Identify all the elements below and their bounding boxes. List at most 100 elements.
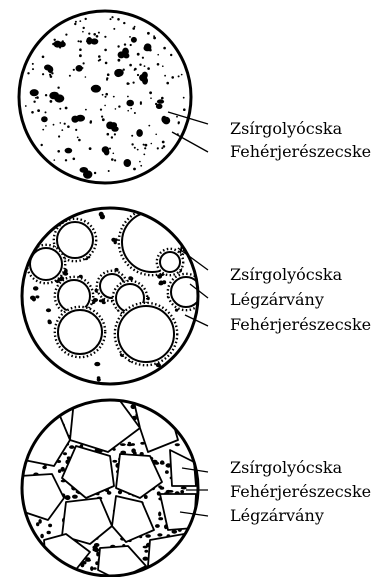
protein-dot xyxy=(161,97,164,100)
protein-dot xyxy=(75,129,77,131)
matrix-particle xyxy=(112,460,117,463)
fat-globule xyxy=(122,48,129,56)
protein-dot xyxy=(144,65,146,67)
protein-dot xyxy=(42,129,44,131)
protein-dot xyxy=(107,73,110,76)
protein-dot xyxy=(50,100,53,103)
fat-globule xyxy=(32,297,36,302)
protein-dot xyxy=(130,108,132,110)
protein-dot xyxy=(118,59,121,62)
air-bubble xyxy=(58,280,90,312)
protein-dot xyxy=(98,60,100,62)
protein-dot xyxy=(88,33,90,35)
fat-globule xyxy=(156,104,163,109)
protein-dot xyxy=(131,143,133,145)
protein-dot xyxy=(54,159,56,161)
protein-dot xyxy=(149,91,152,94)
protein-dot xyxy=(79,20,81,22)
protein-dot xyxy=(113,153,115,155)
matrix-particle xyxy=(175,443,180,446)
protein-dot xyxy=(162,141,165,144)
protein-dot xyxy=(137,74,139,76)
protein-dot xyxy=(157,54,159,56)
protein-dot xyxy=(93,33,96,36)
fat-globule xyxy=(126,100,134,107)
protein-dot xyxy=(58,135,60,137)
protein-dot xyxy=(53,124,55,126)
protein-dot xyxy=(27,72,29,74)
protein-dot xyxy=(82,31,84,33)
protein-dot xyxy=(127,96,129,98)
label-protein-particle-1: Fehérjerészecske xyxy=(230,142,371,162)
protein-dot xyxy=(59,108,61,110)
protein-dot xyxy=(114,133,116,135)
protein-dot xyxy=(157,63,160,66)
matrix-particle xyxy=(48,524,52,528)
protein-dot xyxy=(111,136,113,138)
protein-dot xyxy=(42,73,44,75)
fat-globule xyxy=(162,117,170,125)
protein-dot xyxy=(153,35,155,37)
fat-globule xyxy=(159,281,163,285)
protein-dot xyxy=(94,172,96,174)
fat-globule xyxy=(33,286,38,290)
fat-globule xyxy=(142,72,148,79)
protein-dot xyxy=(98,55,101,58)
protein-dot xyxy=(64,123,66,125)
matrix-particle xyxy=(158,485,162,488)
protein-dot xyxy=(37,109,40,112)
protein-dot xyxy=(85,76,87,78)
matrix-particle xyxy=(158,512,161,517)
matrix-particle xyxy=(72,495,78,499)
protein-dot xyxy=(134,112,136,114)
protein-dot xyxy=(105,62,108,65)
label-fat-globule-1: Zsírgolyócska xyxy=(230,119,342,139)
fat-globule xyxy=(94,362,100,366)
protein-dot xyxy=(147,32,150,35)
fat-globule xyxy=(86,37,92,45)
protein-dot xyxy=(134,68,137,71)
protein-dot xyxy=(142,57,144,59)
protein-dot xyxy=(104,36,106,38)
protein-dot xyxy=(100,109,102,111)
fat-globule xyxy=(104,149,110,155)
protein-dot xyxy=(134,26,136,28)
protein-dot xyxy=(127,110,129,112)
protein-dot xyxy=(102,94,104,96)
protein-dot xyxy=(45,125,47,127)
label-fat-globule-2: Zsírgolyócska xyxy=(230,265,342,285)
protein-dot xyxy=(140,101,142,103)
protein-dot xyxy=(80,40,82,42)
protein-dot xyxy=(134,147,136,149)
matrix-particle xyxy=(165,470,169,474)
protein-dot xyxy=(73,69,75,71)
protein-dot xyxy=(111,158,114,161)
protein-dot xyxy=(90,120,92,122)
matrix-particle xyxy=(155,524,160,528)
protein-dot xyxy=(143,144,145,146)
protein-dot xyxy=(155,134,157,136)
protein-dot xyxy=(178,121,180,123)
protein-dot xyxy=(60,122,62,124)
protein-dot xyxy=(61,129,63,131)
protein-dot xyxy=(104,105,106,107)
protein-dot xyxy=(139,63,141,65)
protein-dot xyxy=(181,74,183,76)
protein-dot xyxy=(65,159,67,161)
protein-dot xyxy=(79,54,82,57)
protein-dot xyxy=(57,150,60,153)
protein-dot xyxy=(157,147,159,149)
protein-dot xyxy=(108,170,110,172)
air-bubble xyxy=(57,222,93,258)
protein-dot xyxy=(102,118,105,121)
protein-dot xyxy=(151,143,153,145)
protein-dot xyxy=(114,159,116,161)
protein-dot xyxy=(129,64,132,67)
protein-dot xyxy=(54,39,56,41)
matrix-particle xyxy=(93,548,97,551)
protein-dot xyxy=(140,165,142,167)
protein-dot xyxy=(67,125,70,128)
protein-dot xyxy=(69,75,71,77)
protein-dot xyxy=(145,144,148,147)
protein-dot xyxy=(115,108,117,110)
